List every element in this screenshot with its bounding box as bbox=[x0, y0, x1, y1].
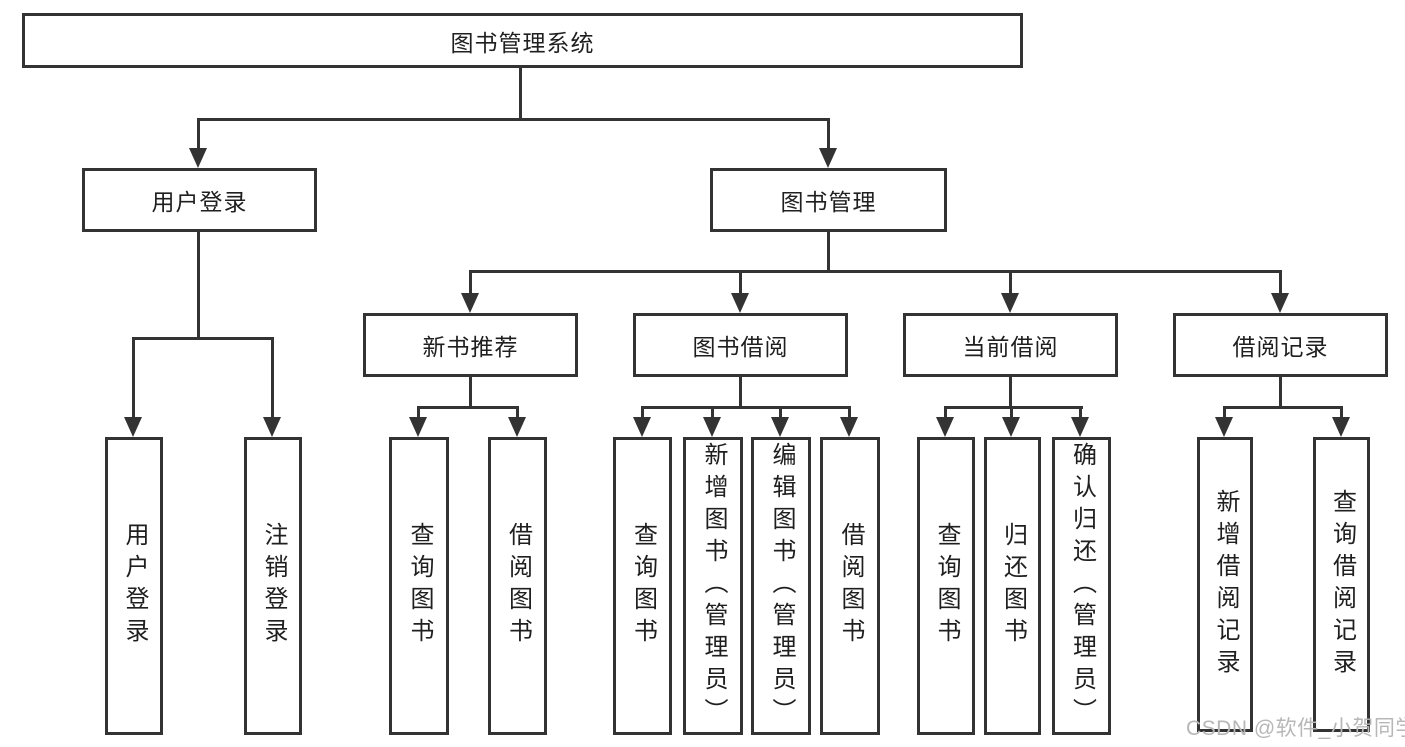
connector-leaf-drop bbox=[1340, 406, 1343, 417]
node-book-borrow: 图书借阅 bbox=[633, 313, 848, 377]
arrow-down-icon bbox=[731, 293, 749, 313]
connector-leaf-drop bbox=[711, 406, 714, 417]
leaf-query-borrow-record: 查询借阅记录 bbox=[1313, 437, 1370, 732]
arrow-down-icon bbox=[936, 417, 954, 437]
connector-leaf-drop bbox=[516, 406, 519, 417]
arrow-down-icon bbox=[840, 417, 858, 437]
leaf-edit-books-admin-label: 编辑图书（管理员） bbox=[768, 442, 795, 730]
leaf-add-books-admin: 新增图书（管理员） bbox=[683, 437, 743, 735]
leaf-edit-books-admin: 编辑图书（管理员） bbox=[751, 437, 811, 735]
connector-to-borrow-record bbox=[1279, 270, 1282, 293]
arrow-down-icon bbox=[703, 417, 721, 437]
connector-borrow-record-rail bbox=[1223, 406, 1343, 409]
arrow-down-icon bbox=[409, 417, 427, 437]
connector-leaf-drop bbox=[779, 406, 782, 417]
connector-current-borrow-stem bbox=[1009, 377, 1012, 409]
leaf-query-books-borrow: 查询图书 bbox=[613, 437, 672, 735]
connector-root-stem bbox=[519, 68, 522, 120]
node-book-mgmt-label: 图书管理 bbox=[780, 189, 877, 215]
leaf-borrow-books-rec-label: 借阅图书 bbox=[504, 522, 532, 650]
connector-leaf-drop bbox=[848, 406, 851, 417]
leaf-borrow-books-rec: 借阅图书 bbox=[488, 437, 547, 735]
leaf-query-books-current: 查询图书 bbox=[917, 437, 975, 735]
arrow-down-icon bbox=[819, 148, 837, 168]
arrow-down-icon bbox=[461, 293, 479, 313]
connector-current-borrow-rail bbox=[944, 406, 1083, 409]
connector-root-to-book-mgmt bbox=[827, 118, 830, 148]
connector-book-borrow-rail bbox=[641, 406, 851, 409]
node-borrow-record: 借阅记录 bbox=[1173, 313, 1388, 377]
connector-book-borrow-stem bbox=[739, 377, 742, 409]
arrow-down-icon bbox=[633, 417, 651, 437]
leaf-borrow-books-label: 借阅图书 bbox=[837, 522, 864, 650]
leaf-query-books-borrow-label: 查询图书 bbox=[629, 522, 657, 650]
node-borrow-record-label: 借阅记录 bbox=[1232, 334, 1329, 360]
connector-book-mgmt-rail bbox=[469, 270, 1282, 273]
leaf-borrow-books: 借阅图书 bbox=[820, 437, 880, 735]
connector-borrow-record-stem bbox=[1279, 377, 1282, 409]
connector-to-leaf-login bbox=[132, 337, 135, 417]
connector-leaf-drop bbox=[641, 406, 644, 417]
node-user-login: 用户登录 bbox=[82, 168, 317, 232]
node-current-borrow-label: 当前借阅 bbox=[962, 334, 1059, 360]
leaf-return-books-label: 归还图书 bbox=[999, 522, 1027, 650]
leaf-logout-label: 注销登录 bbox=[260, 522, 287, 650]
leaf-add-books-admin-label: 新增图书（管理员） bbox=[700, 442, 727, 730]
leaf-add-borrow-record-label: 新增借阅记录 bbox=[1212, 488, 1239, 681]
connector-leaf-drop bbox=[417, 406, 420, 417]
leaf-user-login-label: 用户登录 bbox=[121, 522, 148, 650]
arrow-down-icon bbox=[263, 417, 281, 437]
connector-leaf-drop bbox=[1223, 406, 1226, 417]
leaf-confirm-return-admin: 确认归还（管理员） bbox=[1052, 437, 1111, 735]
connector-to-current-borrow bbox=[1009, 270, 1012, 293]
connector-new-book-rec-stem bbox=[469, 377, 472, 409]
csdn-watermark: CSDN @软件_小贺同学 bbox=[1186, 717, 1405, 740]
leaf-add-borrow-record: 新增借阅记录 bbox=[1197, 437, 1253, 732]
arrow-down-icon bbox=[1332, 417, 1350, 437]
connector-leaf-drop bbox=[944, 406, 947, 417]
node-new-book-rec-label: 新书推荐 bbox=[422, 334, 519, 360]
connector-to-book-borrow bbox=[739, 270, 742, 293]
leaf-logout: 注销登录 bbox=[244, 437, 302, 735]
leaf-query-books-rec: 查询图书 bbox=[389, 437, 449, 735]
node-book-borrow-label: 图书借阅 bbox=[692, 334, 789, 360]
connector-user-login-rail bbox=[132, 337, 274, 340]
arrow-down-icon bbox=[1215, 417, 1233, 437]
connector-leaf-drop bbox=[1079, 406, 1082, 417]
arrow-down-icon bbox=[1001, 293, 1019, 313]
connector-root-rail bbox=[197, 118, 830, 121]
leaf-query-books-current-label: 查询图书 bbox=[933, 522, 960, 650]
arrow-down-icon bbox=[124, 417, 142, 437]
leaf-query-borrow-record-label: 查询借阅记录 bbox=[1328, 488, 1356, 681]
connector-user-login-stem bbox=[197, 232, 200, 340]
node-new-book-rec: 新书推荐 bbox=[363, 313, 578, 377]
node-root-label: 图书管理系统 bbox=[450, 29, 595, 56]
leaf-user-login: 用户登录 bbox=[105, 437, 163, 735]
arrow-down-icon bbox=[1271, 293, 1289, 313]
arrow-down-icon bbox=[1071, 417, 1089, 437]
connector-to-leaf-logout bbox=[271, 337, 274, 417]
connector-leaf-drop bbox=[1010, 406, 1013, 417]
leaf-return-books: 归还图书 bbox=[984, 437, 1041, 735]
node-user-login-label: 用户登录 bbox=[151, 189, 248, 215]
arrow-down-icon bbox=[1002, 417, 1020, 437]
node-root: 图书管理系统 bbox=[22, 13, 1023, 68]
leaf-query-books-rec-label: 查询图书 bbox=[406, 522, 433, 650]
connector-new-book-rec-rail bbox=[417, 406, 519, 409]
node-book-mgmt: 图书管理 bbox=[710, 168, 947, 232]
leaf-confirm-return-admin-label: 确认归还（管理员） bbox=[1068, 442, 1096, 730]
node-current-borrow: 当前借阅 bbox=[903, 313, 1118, 377]
connector-root-to-user-login bbox=[197, 118, 200, 148]
connector-book-mgmt-stem bbox=[827, 232, 830, 273]
arrow-down-icon bbox=[189, 148, 207, 168]
arrow-down-icon bbox=[508, 417, 526, 437]
connector-to-new-book-rec bbox=[469, 270, 472, 293]
arrow-down-icon bbox=[771, 417, 789, 437]
